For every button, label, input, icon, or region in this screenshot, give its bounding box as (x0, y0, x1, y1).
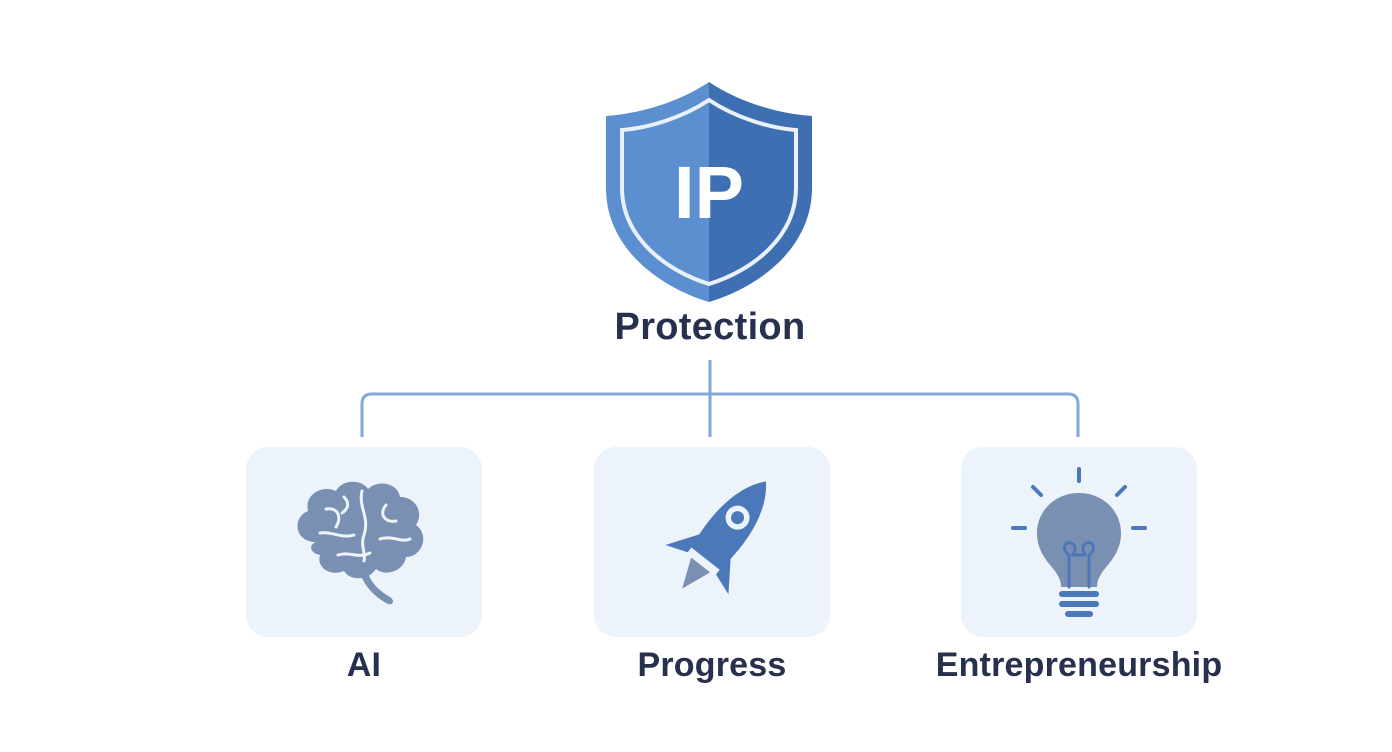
card-entrepreneurship (961, 447, 1197, 637)
shield-badge-text: IP (674, 151, 744, 234)
root-label: Protection (614, 306, 806, 348)
node-label-progress: Progress (637, 646, 787, 684)
lightbulb-icon (1011, 467, 1147, 617)
node-label-entrepreneurship: Entrepreneurship (935, 646, 1223, 684)
shield-icon: IP (606, 82, 812, 302)
card-progress (594, 447, 830, 637)
node-label-ai: AI (346, 646, 382, 684)
card-ai (246, 447, 482, 637)
rocket-icon (665, 481, 766, 595)
connector-horizontal-bar (360, 392, 1080, 437)
brain-icon (297, 481, 424, 605)
